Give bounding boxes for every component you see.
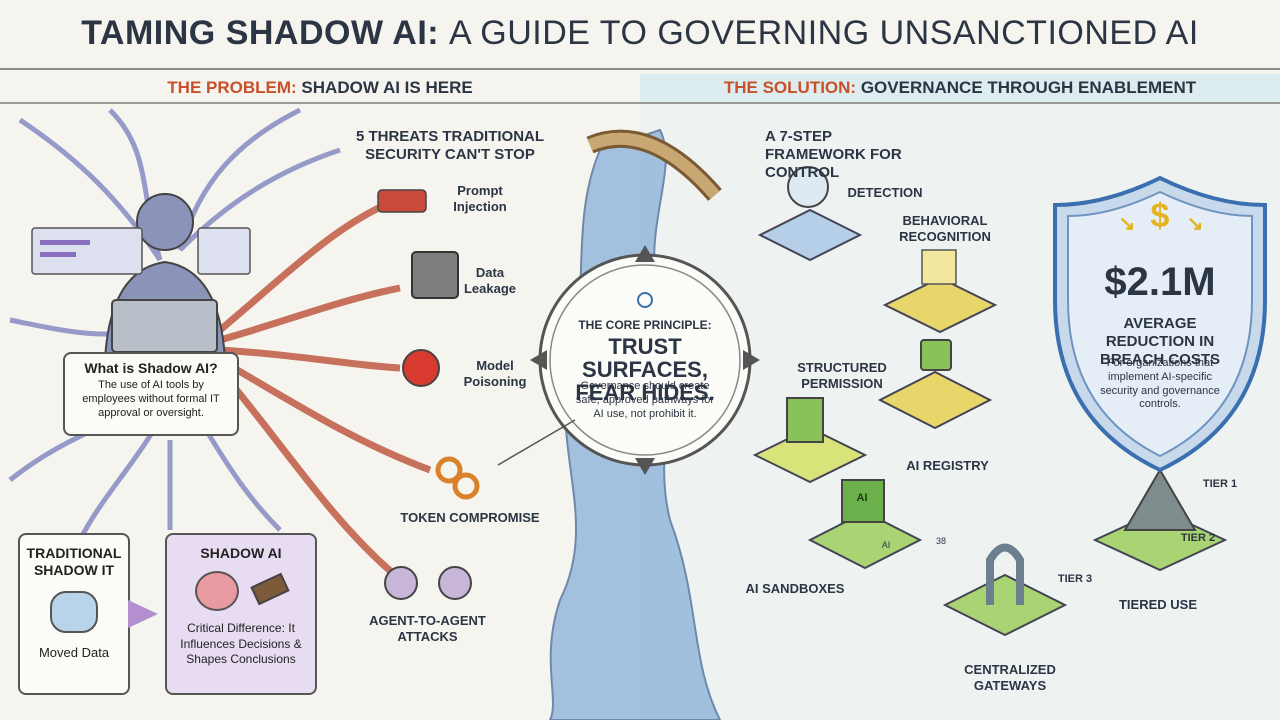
dollar-icon: $ [1150,197,1170,235]
comparison-arrow [128,600,158,628]
brain-gavel-icon [191,571,291,611]
syringe-icon [377,189,427,213]
threat-model-poisoning: Model Poisoning [463,358,527,389]
platform-behavioral [882,276,998,334]
token-connector [497,419,576,466]
sandbox-ai-mark: AI [856,492,868,504]
sandbox-cube-icon [841,479,885,523]
cloud-database-icon [50,590,98,633]
shadow-ai-title: SHADOW AI [200,545,282,561]
title-divider [0,68,1280,70]
problem-header: THE PROBLEM: SHADOW AI IS HERE [0,74,640,104]
chain-icon [435,456,463,484]
threat-roots [217,201,432,578]
platform-permission [877,370,993,430]
step-registry: AI REGISTRY [906,458,989,473]
what-is-title: What is Shadow AI? [84,360,218,376]
shadow-ai-box: SHADOW AI Critical Difference: It Influe… [165,533,317,695]
compass [530,245,760,475]
stat-note: For organizations that implement AI-spec… [1100,357,1220,411]
agent-head-icon [384,566,418,600]
platform-detection [757,208,863,262]
laptop [111,299,218,353]
core-headline: TRUST SURFACES, FEAR HIDES. [575,334,715,406]
framework-heading: A 7-STEP FRAMEWORK FOR CONTROL [765,128,902,181]
framework-platforms [752,166,1228,637]
gavel-icon [250,572,290,606]
circuit-icon [921,249,957,285]
what-is-body: The use of AI tools by employees without… [82,379,220,419]
step-behavioral: BEHAVIORAL RECOGNITION [899,213,991,244]
platform-gateway [942,573,1068,637]
traditional-caption: Moved Data [38,644,110,660]
core-body: Governance should create safe, approved … [575,380,715,420]
down-arrow-icon: ↘ [1118,213,1136,235]
step-tiered: TIERED USE [1118,597,1197,612]
threat-token-compromise: TOKEN COMPROMISE [400,510,540,525]
magnifier-icon [787,166,829,208]
threat-data-leakage: Data Leakage [463,265,517,296]
step-sandboxes: AI SANDBOXES [745,581,845,596]
page-title: TAMING SHADOW AI: A GUIDE TO GOVERNING U… [0,14,1280,53]
threat-prompt-injection: Prompt Injection [453,183,507,214]
title-rest: A GUIDE TO GOVERNING UNSANCTIONED AI [449,14,1199,52]
brain-icon [195,571,239,611]
down-arrow-icon-2: ↘ [1186,213,1204,235]
tier-3-label: TIER 3 [1057,573,1093,585]
person-figure [103,193,227,361]
threat-icons [377,189,480,600]
pyramid-icon [1123,468,1197,531]
threats-heading: 5 THREATS TRADITIONAL SECURITY CAN'T STO… [355,128,545,163]
step-permission: STRUCTURED PERMISSION [797,360,887,391]
threat-agent-attacks: AGENT-TO-AGENT ATTACKS [369,613,486,644]
what-is-box: What is Shadow AI? The use of AI tools b… [63,352,239,436]
lock-icon [920,339,952,371]
step-gateways: CENTRALIZED GATEWAYS [964,662,1056,693]
agent-head-icon-2 [438,566,472,600]
traditional-title: TRADITIONAL SHADOW IT [26,545,122,578]
solution-header: THE SOLUTION: GOVERNANCE THROUGH ENABLEM… [640,74,1280,104]
bridge [586,129,722,201]
tier-1-label: TIER 1 [1202,478,1238,490]
sandbox-ai-small: AI [881,540,891,550]
safe-icon [411,251,459,299]
shadow-ai-caption: Critical Difference: It Influences Decis… [180,621,302,667]
stat-shield [1053,175,1267,473]
traditional-box: TRADITIONAL SHADOW IT Moved Data [18,533,130,695]
registry-book-icon [786,397,824,443]
floating-screens [31,227,251,275]
apple-icon [402,349,440,387]
stat-label: AVERAGE REDUCTION IN BREACH COSTS [1099,315,1220,368]
step-detection: DETECTION [847,185,923,200]
title-bold: TAMING SHADOW AI: [81,14,440,52]
stat-value: $2.1M [1104,260,1216,304]
core-label: THE CORE PRINCIPLE: [578,318,712,332]
sandbox-number: 38 [935,536,946,546]
tier-2-label: TIER 2 [1180,532,1216,544]
gateway-arch-icon [986,543,1024,605]
